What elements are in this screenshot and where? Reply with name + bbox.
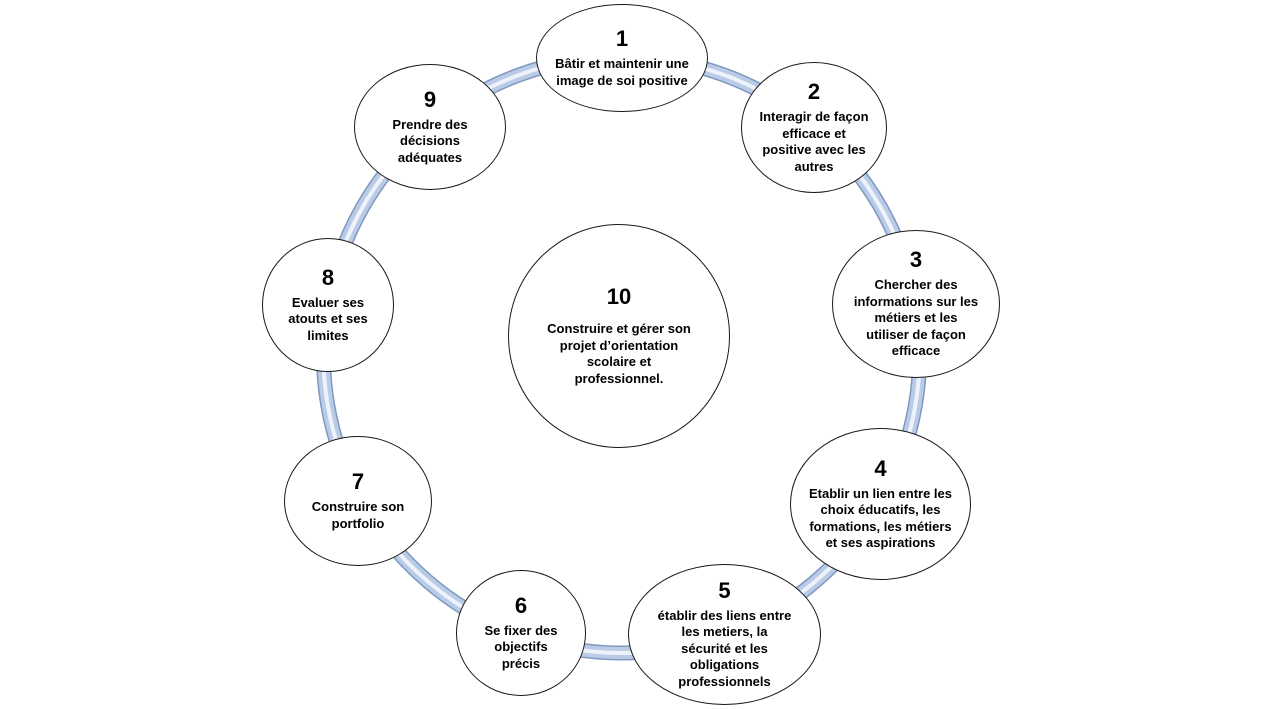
node-label: Interagir de façon efficace et positive … xyxy=(759,109,869,174)
node-number: 8 xyxy=(321,264,335,290)
node-label: Bâtir et maintenir une image de soi posi… xyxy=(555,56,689,88)
node-label: Prendre des décisions adéquates xyxy=(392,116,468,165)
node-label: Evaluer ses atouts et ses limites xyxy=(288,294,368,343)
node-9: 9 Prendre des décisions adéquates xyxy=(354,64,506,190)
node-number: 9 xyxy=(423,86,437,112)
node-label: Se fixer des objectifs précis xyxy=(484,622,558,671)
node-10-center: 10 Construire et gérer son projet d’orie… xyxy=(508,224,730,448)
node-3: 3 Chercher des informations sur les méti… xyxy=(832,230,1000,378)
node-label: Etablir un lien entre les choix éducatif… xyxy=(808,485,953,551)
node-label: Construire et gérer son projet d’orienta… xyxy=(547,321,691,386)
node-6: 6 Se fixer des objectifs précis xyxy=(456,570,586,696)
node-number: 5 xyxy=(718,577,731,603)
node-number: 1 xyxy=(615,26,629,51)
node-label: Construire son portfolio xyxy=(311,499,405,531)
node-1: 1 Bâtir et maintenir une image de soi po… xyxy=(536,4,708,112)
node-4: 4 Etablir un lien entre les choix éducat… xyxy=(790,428,971,580)
node-number: 4 xyxy=(874,455,887,481)
node-label: établir des liens entre les metiers, la … xyxy=(657,607,792,689)
node-number: 6 xyxy=(514,592,528,618)
node-5: 5 établir des liens entre les metiers, l… xyxy=(628,564,821,705)
node-number: 3 xyxy=(909,247,923,273)
node-2: 2 Interagir de façon efficace et positiv… xyxy=(741,62,887,193)
node-8: 8 Evaluer ses atouts et ses limites xyxy=(262,238,394,372)
node-number: 7 xyxy=(351,469,365,494)
node-number: 10 xyxy=(606,284,632,309)
node-label: Chercher des informations sur les métier… xyxy=(853,277,979,359)
node-number: 2 xyxy=(807,79,821,104)
node-7: 7 Construire son portfolio xyxy=(284,436,432,566)
